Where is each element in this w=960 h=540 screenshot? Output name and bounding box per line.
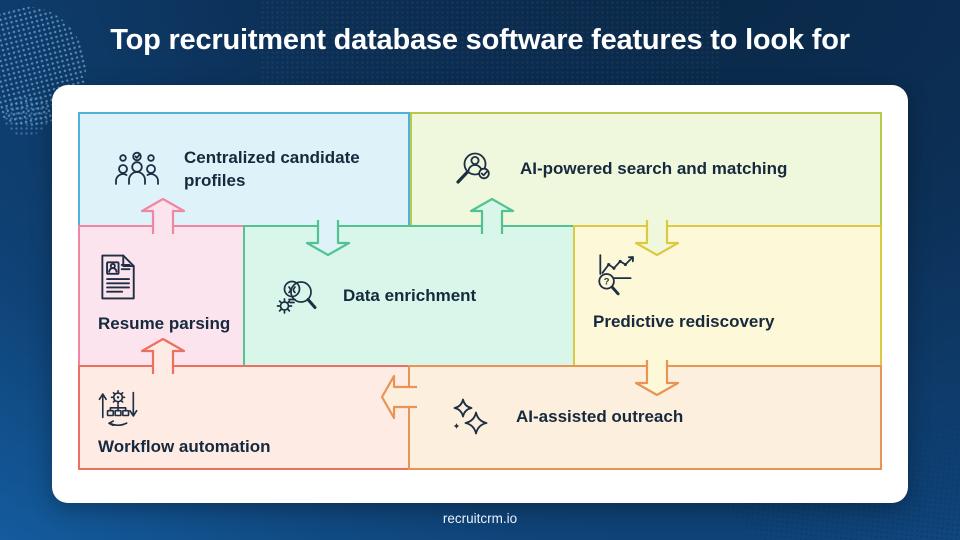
- arrow-up-connector: [469, 198, 515, 234]
- arrow-left-connector: [381, 374, 417, 420]
- trend-search-icon: ?: [593, 252, 639, 298]
- feature-label: AI-assisted outreach: [516, 407, 684, 427]
- footer-brand: recruitcrm.io: [442, 511, 518, 526]
- feature-label: AI-powered search and matching: [520, 159, 788, 179]
- arrow-down-connector: [634, 360, 680, 396]
- arrow-up-connector: [140, 198, 186, 234]
- feature-box-predictive-rediscovery: ? Predictive rediscovery: [573, 225, 882, 367]
- feature-box-data-enrichment: Data enrichment: [243, 225, 575, 367]
- workflow-automation-icon: [98, 384, 140, 426]
- map-dots-decoration: [4, 96, 50, 136]
- feature-label: Predictive rediscovery: [593, 312, 775, 331]
- feature-box-workflow-automation: Workflow automation: [78, 365, 410, 470]
- arrow-down-connector: [305, 220, 351, 256]
- candidate-search-icon: [452, 149, 494, 191]
- arrow-down-connector: [634, 220, 680, 256]
- feature-label: Data enrichment: [343, 285, 477, 305]
- feature-label: Workflow automation: [98, 437, 271, 456]
- insight-magnifier-icon: [275, 276, 319, 316]
- feature-label: Centralized candidate profiles: [184, 148, 360, 190]
- people-group-icon: [114, 151, 160, 189]
- sparkles-icon: [450, 398, 490, 438]
- feature-box-centralized-candidate-profiles: Centralized candidate profiles: [78, 112, 410, 227]
- page-title: Top recruitment database software featur…: [110, 24, 850, 56]
- svg-text:?: ?: [604, 276, 610, 287]
- resume-document-icon: [98, 254, 136, 300]
- feature-label: Resume parsing: [98, 314, 231, 333]
- arrow-up-connector: [140, 338, 186, 374]
